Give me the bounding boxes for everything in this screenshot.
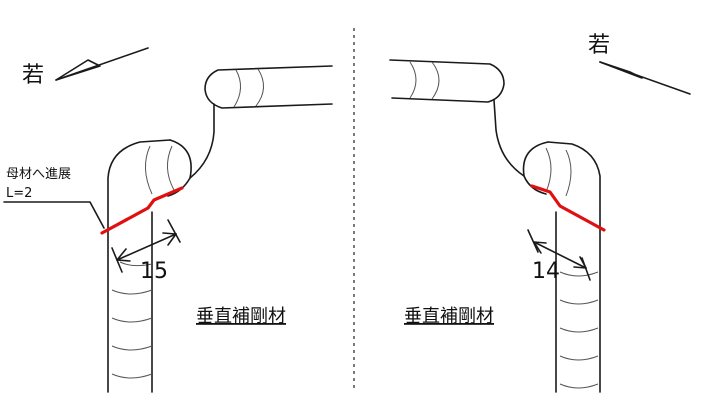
right-crack-line	[530, 184, 606, 232]
right-upper-flange	[389, 59, 505, 103]
left-member-label: 垂直補剛材	[196, 306, 286, 327]
left-note-line2: L=2	[6, 186, 32, 201]
left-crack-line	[100, 186, 184, 235]
left-dimension-value: 15	[140, 259, 168, 284]
right-panel: 若	[389, 33, 691, 393]
left-panel: 若 母材へ進展	[3, 47, 333, 393]
left-direction-arrow-icon	[55, 47, 149, 81]
left-vertical-stiffener	[107, 103, 215, 393]
right-direction-arrow-icon	[599, 61, 691, 95]
right-direction-label: 若	[588, 33, 610, 58]
left-note-leader	[3, 201, 105, 229]
right-dimension-value: 14	[532, 259, 560, 284]
right-member-label: 垂直補剛材	[404, 306, 494, 327]
left-note-line1: 母材へ進展	[6, 167, 71, 182]
right-vertical-stiffener	[493, 99, 601, 393]
left-upper-flange	[204, 65, 333, 109]
right-dimension	[527, 229, 591, 281]
left-direction-label: 若	[22, 63, 44, 88]
left-dimension	[111, 219, 181, 273]
